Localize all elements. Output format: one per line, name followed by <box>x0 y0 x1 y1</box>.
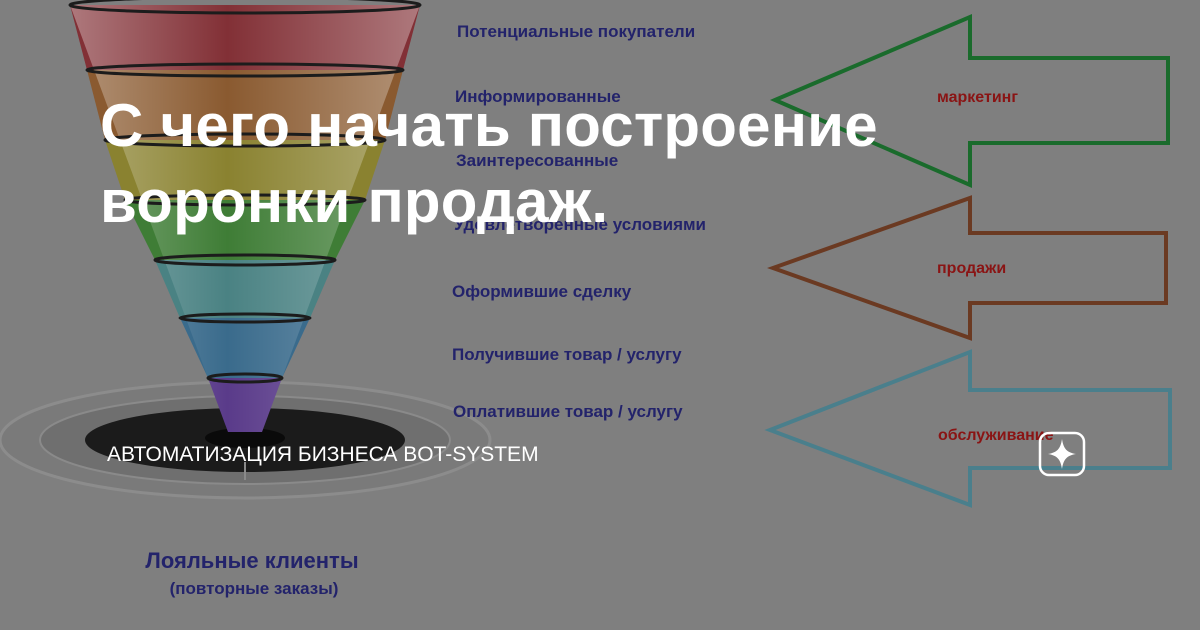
funnel-rim <box>103 132 387 148</box>
sales-arrow <box>767 195 1168 341</box>
funnel-rim <box>123 193 367 207</box>
funnel-rim <box>68 0 422 15</box>
sparkle-star-icon[interactable] <box>1038 431 1086 477</box>
funnel-shading <box>70 5 420 432</box>
service-arrow-label: обслуживание <box>938 427 1054 444</box>
funnel-stage-label: Получившие товар / услугу <box>452 345 682 364</box>
funnel-stage-label: Информированные <box>455 87 621 106</box>
funnel-rim <box>153 253 337 267</box>
headline-line-1: С чего начать построение <box>100 92 878 159</box>
funnel-base-hole <box>205 428 285 448</box>
funnel-rim <box>178 312 312 324</box>
sales-arrow-label: продажи <box>937 260 1006 277</box>
marketing-arrow-label: маркетинг <box>937 89 1018 106</box>
headline-line-2: воронки продаж. <box>100 168 609 235</box>
loyal-clients-title: Лояльные клиенты <box>145 548 358 573</box>
funnel-stage-label: Потенциальные покупатели <box>457 22 695 41</box>
funnel-rim <box>206 372 284 384</box>
funnel-stage-label: Оплатившие товар / услугу <box>453 402 683 421</box>
marketing-arrow <box>769 13 1170 189</box>
source-channel-name[interactable]: АВТОМАТИЗАЦИЯ БИЗНЕСА BOT-SYSTEM <box>107 443 539 466</box>
funnel-stage-label: Оформившие сделку <box>452 282 632 301</box>
funnel-stage-label: Заинтересованные <box>456 151 618 170</box>
loyal-clients-subtitle: (повторные заказы) <box>170 579 339 598</box>
article-headline[interactable]: С чего начать построение воронки продаж. <box>100 88 1060 240</box>
funnel-stage-label: Удовлетворенные условиями <box>454 215 706 234</box>
service-arrow <box>764 349 1172 508</box>
funnel-rim <box>85 62 405 78</box>
